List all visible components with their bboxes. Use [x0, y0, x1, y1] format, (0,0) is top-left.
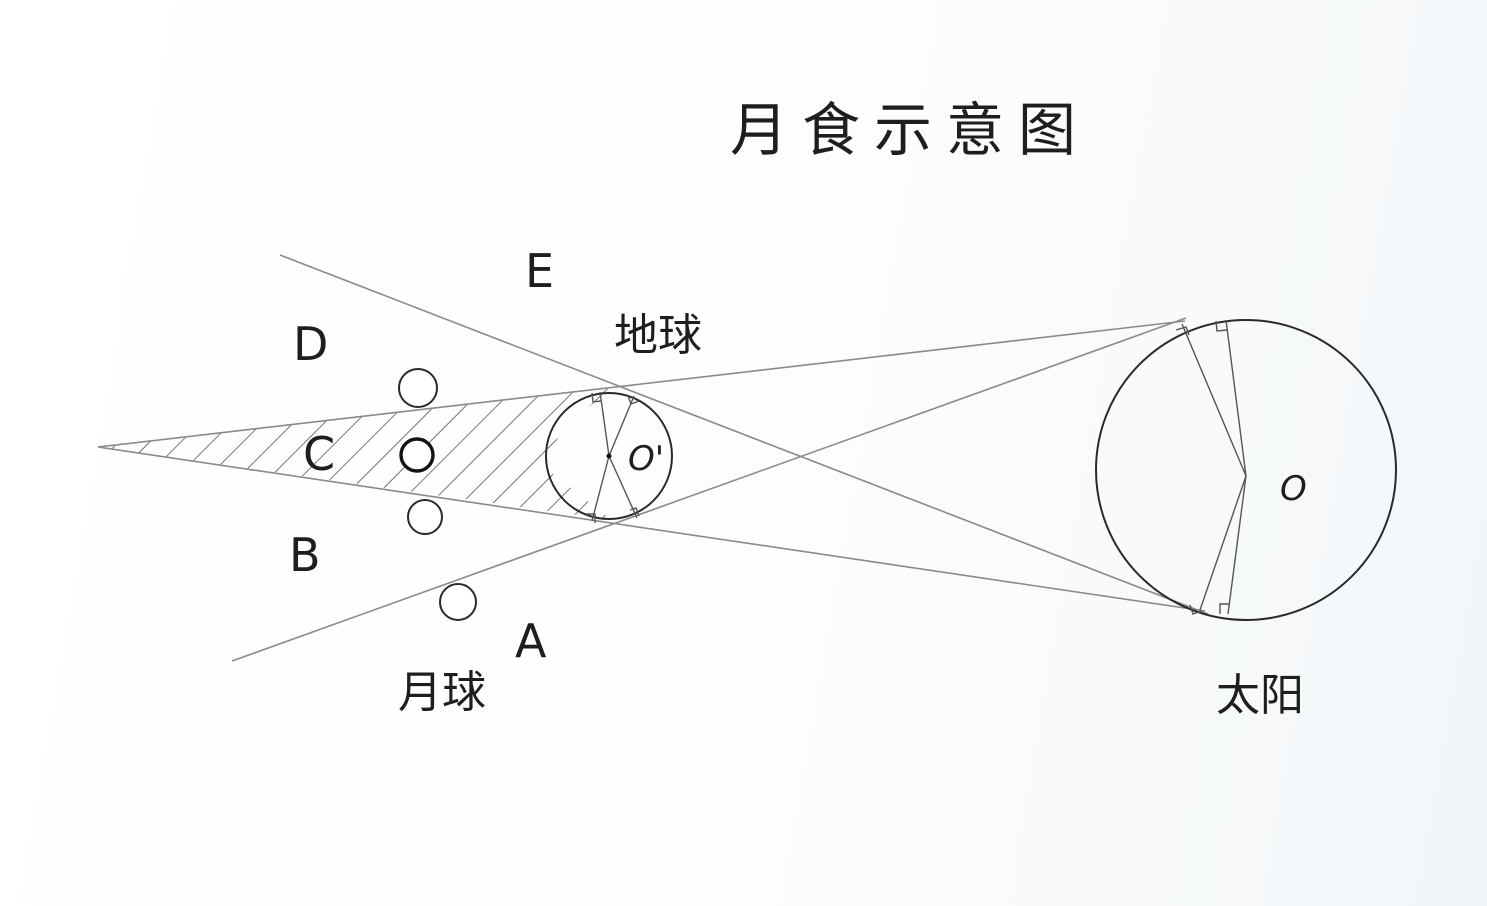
earth-center-dot [606, 453, 612, 459]
sun-radius-bottom-left [1199, 475, 1247, 611]
moon-positions [398, 368, 477, 621]
right-angle-mark [591, 392, 602, 403]
sun-label: 太阳 [1216, 670, 1304, 721]
sun-center-label: O [1280, 469, 1307, 509]
right-angle-mark [1175, 326, 1190, 336]
right-angle-mark [627, 395, 640, 405]
sun-radius-top-right [1225, 319, 1247, 477]
position-labels: E D C B A [289, 244, 554, 668]
right-angle-mark [586, 513, 596, 523]
moon-position-d [398, 368, 438, 408]
earth-center-label: O' [628, 439, 664, 479]
sun: O [1095, 319, 1397, 621]
sun-radius-bottom-right [1227, 475, 1247, 615]
right-angle-mark [1219, 603, 1230, 614]
earth: O' [545, 391, 673, 523]
earth-label: 地球 [614, 310, 702, 361]
umbra-hatch [98, 388, 612, 520]
moon-position-b [407, 499, 443, 535]
sun-radius-top-left [1181, 323, 1247, 477]
label-a: A [515, 614, 547, 668]
earth-radius-bottom-right [608, 455, 638, 519]
earth-radius-top-left [599, 391, 610, 457]
earth-radius-top-right [608, 395, 635, 457]
label-c: C [303, 427, 335, 481]
moon-label: 月球 [398, 667, 486, 718]
tangent-rays [97, 254, 1209, 662]
inner-tangent-b [231, 317, 1187, 662]
outer-tangent-lower [97, 446, 1206, 612]
right-angle-mark [1189, 604, 1203, 615]
label-d: D [293, 317, 328, 371]
moon-position-c [399, 437, 435, 473]
right-angle-mark [1215, 320, 1228, 332]
sun-circle [1095, 319, 1397, 621]
moon-position-a [439, 583, 477, 621]
body-labels: 地球 月球 太阳 [398, 310, 1304, 721]
earth-radius-bottom-left [591, 455, 610, 522]
label-e: E [525, 244, 554, 298]
outer-tangent-upper [97, 320, 1186, 448]
diagram-title: 月食示意图 [730, 96, 1090, 164]
umbra-region [98, 388, 612, 520]
inner-tangent-a [279, 254, 1209, 615]
right-angle-mark [629, 507, 640, 517]
label-b: B [289, 528, 321, 582]
earth-circle [545, 392, 673, 520]
